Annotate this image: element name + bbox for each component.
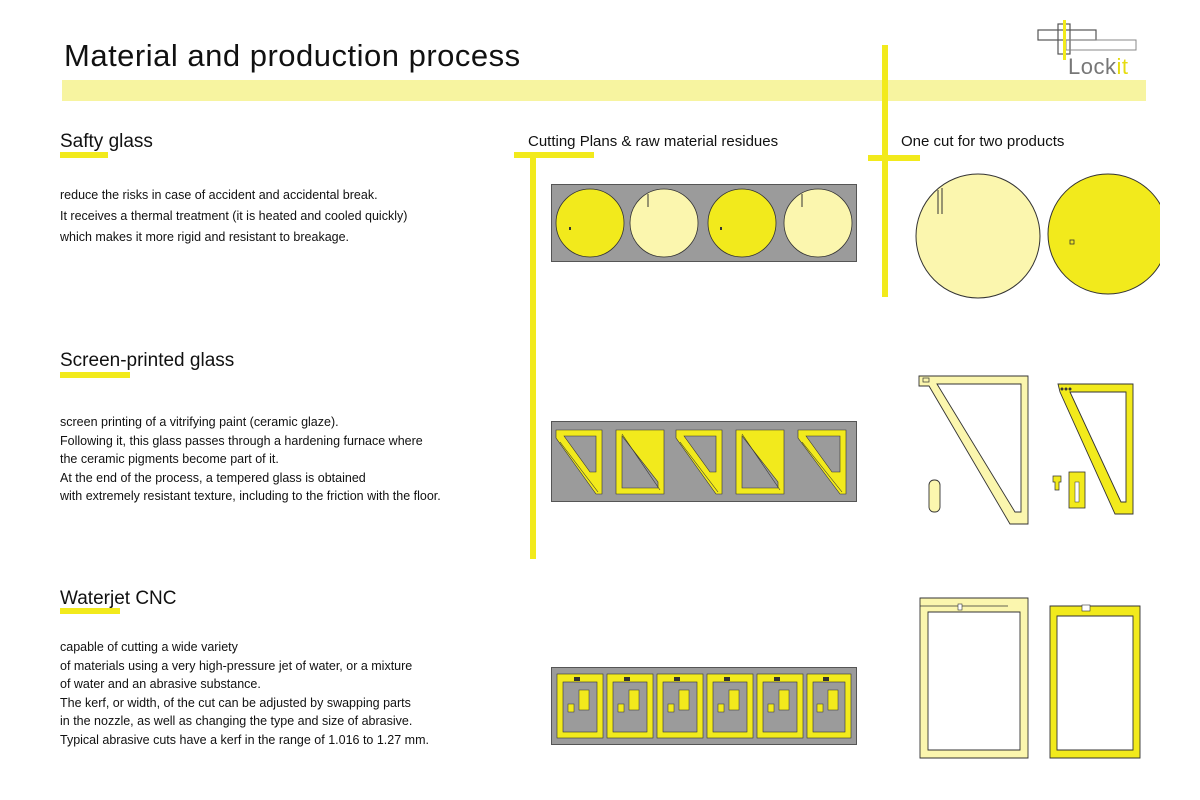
section-heading-waterjet: Waterjet CNC	[60, 588, 177, 609]
lockit-logo: Lockit	[1036, 20, 1148, 82]
section-body-safety: reduce the risks in case of accident and…	[60, 188, 408, 244]
product-pair-circles	[910, 172, 1160, 302]
product-pair-triangles	[915, 372, 1145, 527]
divider-line-left	[530, 157, 536, 559]
section-body-waterjet: capable of cutting a wide variety of mat…	[60, 640, 429, 747]
frame-cutouts-drawing	[556, 673, 852, 739]
heading-underline	[60, 152, 108, 158]
product-pair-frames	[916, 594, 1146, 764]
column-heading-underline	[868, 155, 920, 161]
section-heading-safety: Safty glass	[60, 131, 153, 152]
header-band	[62, 80, 1146, 101]
logo-mark-icon	[1037, 20, 1137, 60]
divider-line-right	[882, 45, 888, 297]
cutting-plan-circles	[551, 184, 857, 262]
column-heading-one-cut: One cut for two products	[901, 133, 1065, 150]
heading-underline	[60, 372, 130, 378]
frame-products-drawing	[919, 597, 1141, 759]
section-body-screen: screen printing of a vitrifying paint (c…	[60, 415, 441, 503]
section-heading-screen: Screen-printed glass	[60, 350, 235, 371]
cutting-plan-frames	[551, 667, 857, 745]
column-heading-cutting-plans: Cutting Plans & raw material residues	[528, 133, 779, 150]
circle-cutouts-drawing	[555, 188, 853, 258]
heading-underline	[60, 608, 120, 614]
column-heading-underline	[514, 152, 594, 158]
logo-text: Lockit	[1068, 54, 1129, 79]
triangle-cutouts-drawing	[555, 429, 847, 495]
triangle-products-drawing	[918, 375, 1134, 525]
circle-products-drawing	[915, 173, 1160, 299]
cutting-plan-triangles	[551, 421, 857, 502]
page-title: Material and production process	[64, 38, 521, 73]
